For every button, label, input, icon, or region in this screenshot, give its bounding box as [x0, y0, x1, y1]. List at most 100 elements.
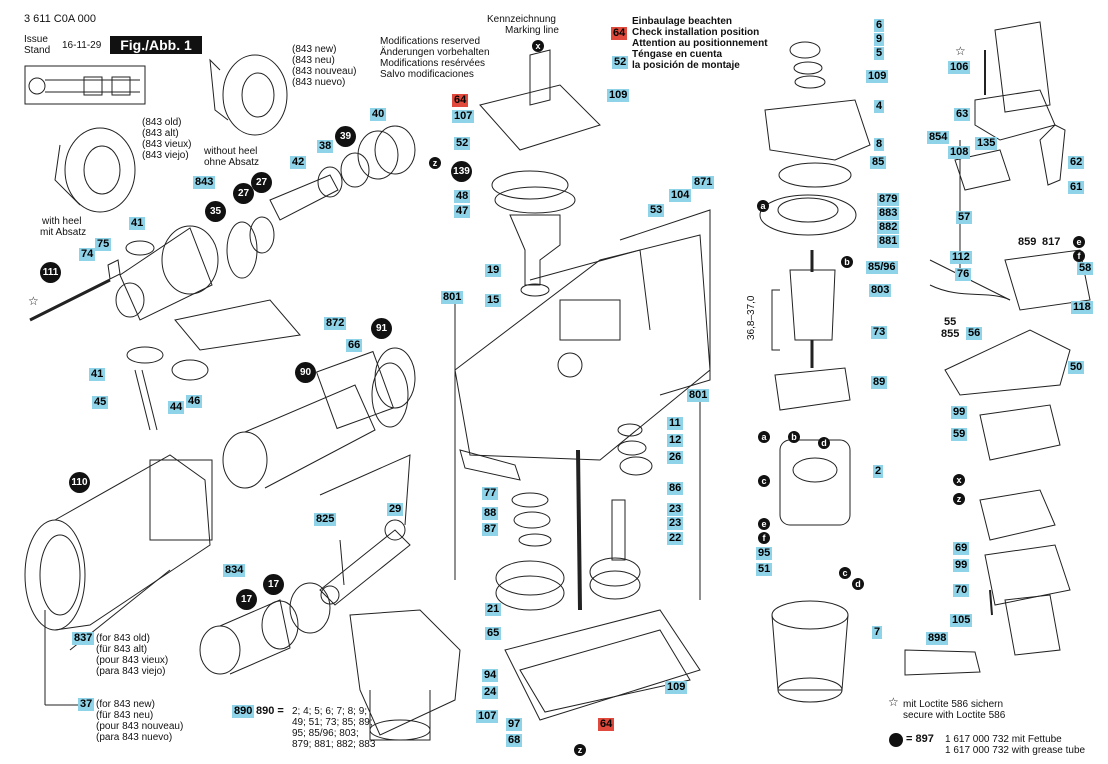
loctite-line-2: secure with Loctite 586 [903, 710, 1006, 721]
modifications-line-3: Modifications resérvées [380, 58, 486, 69]
part-callout: 890 [232, 705, 255, 718]
reference-letter: x [953, 474, 965, 486]
motor-assembly-drawing [349, 609, 461, 741]
part-37-3: (pour 843 nouveau) [96, 721, 184, 732]
part-callout: 26 [667, 451, 684, 464]
reference-letter: z [574, 744, 586, 756]
part-37-2: (für 843 neu) [96, 710, 154, 721]
tool-holder-tube-drawing [222, 350, 409, 489]
old-843-4: (843 viejo) [142, 150, 189, 161]
part-callout-red: 64 [452, 94, 469, 107]
grease-line-2: 1 617 000 732 with grease tube [945, 745, 1086, 756]
part-callout: 112 [950, 251, 972, 264]
part-callout: 69 [953, 542, 970, 555]
part-callout: 45 [92, 396, 109, 409]
part-callout-red: 64 [598, 718, 615, 731]
part-callout: 44 [168, 401, 185, 414]
part-callout: 51 [756, 563, 773, 576]
reference-letter: z [953, 493, 965, 505]
loctite-line-1: mit Loctite 586 sichern [903, 699, 1004, 710]
part-callout: 854 [927, 131, 950, 144]
grease-point: 139 [451, 161, 472, 182]
stand-label: Stand [24, 45, 51, 56]
part-callout: 61 [1068, 181, 1085, 194]
set-890-label: 890 = [256, 705, 284, 717]
without-heel-1: without heel [204, 146, 258, 157]
set-890-line-4: 879; 881; 882; 883 [292, 739, 376, 750]
reference-letter: b [788, 431, 800, 443]
reference-letter: c [758, 475, 770, 487]
motor-schematic-icon [24, 65, 146, 105]
armature-drawing [789, 250, 836, 368]
part-callout: 94 [482, 669, 499, 682]
part-callout: 74 [79, 248, 96, 261]
figure-label: Fig./Abb. 1 [110, 36, 202, 54]
grease-line-1: 1 617 000 732 mit Fettube [945, 734, 1062, 745]
part-callout: 86 [667, 482, 684, 495]
part-callout: 62 [1068, 156, 1085, 169]
reference-letter: a [757, 200, 769, 212]
reference-letter: x [532, 40, 544, 52]
part-callout: 58 [1077, 262, 1094, 275]
issue-date: 16-11-29 [62, 40, 102, 51]
part-callout: 106 [948, 61, 971, 74]
part-callout: 38 [317, 140, 334, 153]
part-callout: 46 [186, 395, 203, 408]
part-callout: 109 [866, 70, 889, 83]
part-callout: 40 [370, 108, 387, 121]
part-callout: 66 [346, 339, 363, 352]
with-heel-2: mit Absatz [40, 227, 87, 238]
rear-handle-drawing [974, 21, 1056, 141]
modifications-line-4: Salvo modificaciones [380, 69, 474, 80]
part-callout: 97 [506, 718, 523, 731]
part-callout: 95 [756, 547, 773, 560]
star-icon: ☆ [888, 695, 899, 709]
part-callout: 99 [953, 559, 970, 572]
part-callout: 5 [874, 47, 885, 60]
reference-letter: e [758, 518, 770, 530]
modifications-line-1: Modifications reserved [380, 36, 481, 47]
with-heel-1: with heel [42, 216, 82, 227]
part-callout: 76 [955, 268, 972, 281]
install-position-1: Einbaulage beachten [632, 16, 733, 27]
reference-letter: a [758, 431, 770, 443]
part-label: 817 [1042, 236, 1061, 248]
part-callout: 11 [667, 417, 683, 430]
part-callout: 108 [948, 146, 971, 159]
part-callout: 47 [454, 205, 471, 218]
part-callout: 107 [452, 110, 475, 123]
part-callout: 41 [89, 368, 106, 381]
part-callout: 75 [95, 238, 112, 251]
part-callout-red: 64 [611, 27, 628, 40]
part-callout: 8 [874, 138, 885, 151]
part-callout: 883 [877, 207, 900, 220]
part-callout: 872 [324, 317, 347, 330]
motor-housing-drawing [771, 600, 849, 703]
part-callout: 77 [482, 487, 499, 500]
part-callout: 50 [1068, 361, 1085, 374]
part-callout: 882 [877, 221, 900, 234]
part-callout: 825 [314, 513, 337, 526]
part-callout: 879 [877, 193, 900, 206]
without-heel-2: ohne Absatz [204, 157, 260, 168]
star-icon: ☆ [28, 294, 39, 308]
stator-drawing [779, 439, 851, 526]
part-837-1: (for 843 old) [96, 633, 150, 644]
grease-point: 27 [233, 183, 254, 204]
part-callout: 85/96 [866, 261, 898, 274]
part-callout: 56 [966, 327, 983, 340]
part-callout: 19 [485, 264, 502, 277]
part-callout: 70 [953, 584, 970, 597]
reference-letter: z [429, 157, 441, 169]
part-callout: 109 [665, 681, 688, 694]
part-callout: 99 [951, 406, 968, 419]
part-37-4: (para 843 nuevo) [96, 732, 173, 743]
part-callout: 21 [485, 603, 502, 616]
part-callout: 104 [669, 189, 692, 202]
part-label: 55 [944, 316, 957, 328]
part-callout: 59 [951, 428, 968, 441]
reference-letter: d [852, 578, 864, 590]
part-callout: 42 [290, 156, 307, 169]
